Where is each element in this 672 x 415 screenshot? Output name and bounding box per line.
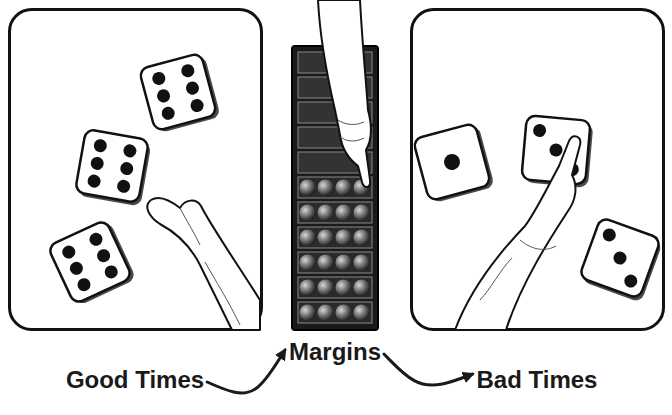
panel-heading-group: Margins: [285, 338, 385, 366]
panel-heading: Bad Times: [477, 366, 598, 394]
hand-shading: [180, 208, 240, 325]
illustration-panel: Margins: [285, 44, 385, 366]
hand-sketch: [147, 198, 260, 330]
die-three: [578, 217, 664, 303]
panel-heading: Good Times: [66, 366, 204, 394]
die-one: [413, 122, 495, 204]
ball-row: [298, 202, 372, 223]
panel-heading-line: Good Times: [8, 366, 262, 394]
ball-row: [298, 277, 372, 298]
curved-arrow: [384, 354, 473, 385]
panel-frame: [412, 10, 664, 330]
hand-sketch: [318, 0, 371, 187]
hand-shading: [480, 240, 556, 300]
ball-row: [298, 252, 372, 273]
hand-shading: [338, 120, 364, 141]
panel-heading-group: Bad Times: [410, 366, 664, 394]
hand-sketch: [455, 136, 580, 330]
panel-heading-group: Good Times: [8, 366, 262, 394]
ball-row: [298, 227, 372, 248]
die-six: [47, 218, 136, 307]
ball-row: [298, 302, 372, 323]
panel-frame: [10, 10, 262, 330]
panel-heading-line: Bad Times: [410, 366, 664, 394]
die-six: [74, 129, 152, 207]
panel-heading: Margins: [289, 338, 381, 366]
illustration-panel: Good Times: [8, 8, 262, 394]
illustration-panel: Bad Times: [410, 8, 664, 394]
curved-arrow: [207, 350, 285, 393]
die-six: [139, 52, 221, 134]
panel-heading-line: Margins: [285, 338, 385, 366]
